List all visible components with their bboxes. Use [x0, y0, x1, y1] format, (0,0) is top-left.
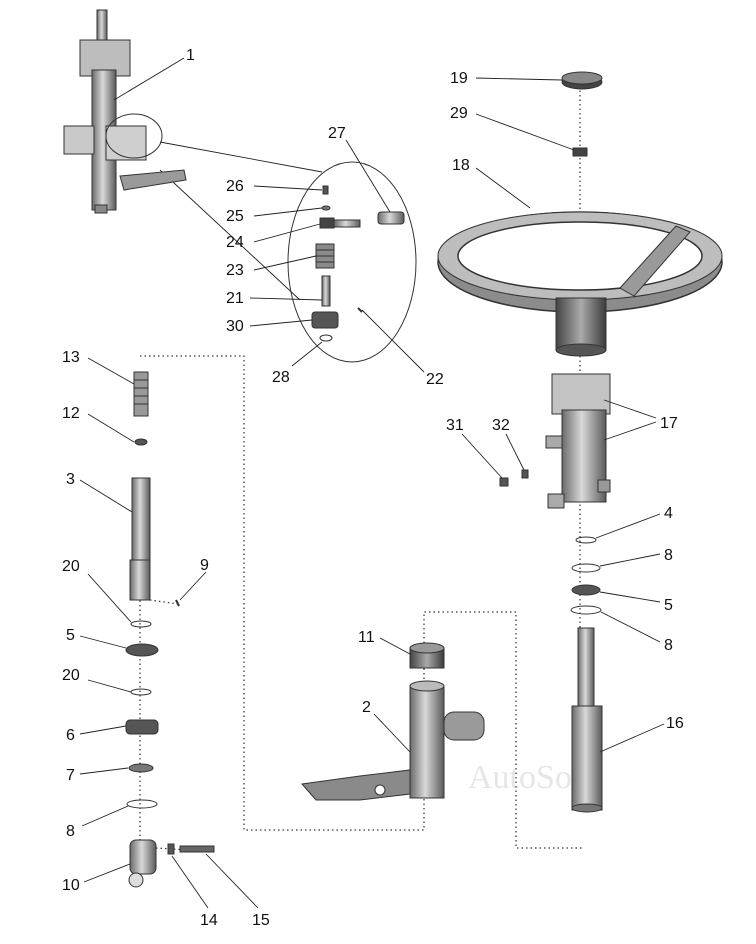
callout-32: 32: [492, 417, 510, 434]
callout-26: 26: [226, 178, 244, 195]
callout-10: 10: [62, 877, 80, 894]
callout-9: 9: [200, 557, 209, 574]
callout-24: 24: [226, 234, 244, 251]
callout-14: 14: [200, 912, 218, 929]
callout-5-b: 5: [664, 597, 673, 614]
detail-parts: [311, 185, 405, 342]
callout-20-b: 20: [62, 667, 80, 684]
callout-labels: 1 19 29 18 27 26 25 24 23 21 30 28 22 13…: [62, 47, 684, 929]
left-column-parts: [125, 371, 215, 888]
part-31-shape: [499, 477, 509, 487]
callout-16: 16: [666, 715, 684, 732]
callout-2: 2: [362, 699, 371, 716]
callout-31: 31: [446, 417, 464, 434]
lever-arm: [301, 680, 485, 801]
steering-shaft: [571, 627, 603, 813]
steering-column-assembly: [63, 9, 187, 214]
steering-wheel: [437, 211, 723, 357]
right-column-rings: [570, 536, 602, 615]
callout-5-a: 5: [66, 627, 75, 644]
part-32-shape: [521, 469, 529, 479]
callout-27: 27: [328, 125, 346, 142]
callout-18: 18: [452, 157, 470, 174]
wheel-cap-and-nut: [561, 71, 603, 157]
callout-1: 1: [186, 47, 195, 64]
detail-callout: [159, 141, 417, 363]
callout-11: 11: [358, 629, 375, 646]
callout-28: 28: [272, 369, 290, 386]
callout-15: 15: [252, 912, 270, 929]
column-housing: [545, 373, 611, 509]
leader-lines: [79, 57, 665, 909]
callout-3: 3: [66, 471, 75, 488]
callout-21: 21: [226, 290, 244, 307]
callout-22: 22: [426, 371, 444, 388]
callout-8-a: 8: [66, 823, 75, 840]
callout-13: 13: [62, 349, 80, 366]
bushing: [409, 642, 445, 669]
callout-19: 19: [450, 70, 468, 87]
callout-7: 7: [66, 767, 75, 784]
callout-20-a: 20: [62, 558, 80, 575]
callout-23: 23: [226, 262, 244, 279]
callout-25: 25: [226, 208, 244, 225]
callout-12: 12: [62, 405, 80, 422]
callout-6: 6: [66, 727, 75, 744]
callout-8-c: 8: [664, 637, 673, 654]
callout-8-b: 8: [664, 547, 673, 564]
assembly-dotted-lines: [139, 86, 584, 852]
callout-30: 30: [226, 318, 244, 335]
callout-17: 17: [660, 415, 678, 432]
callout-29: 29: [450, 105, 468, 122]
callout-4: 4: [664, 505, 673, 522]
